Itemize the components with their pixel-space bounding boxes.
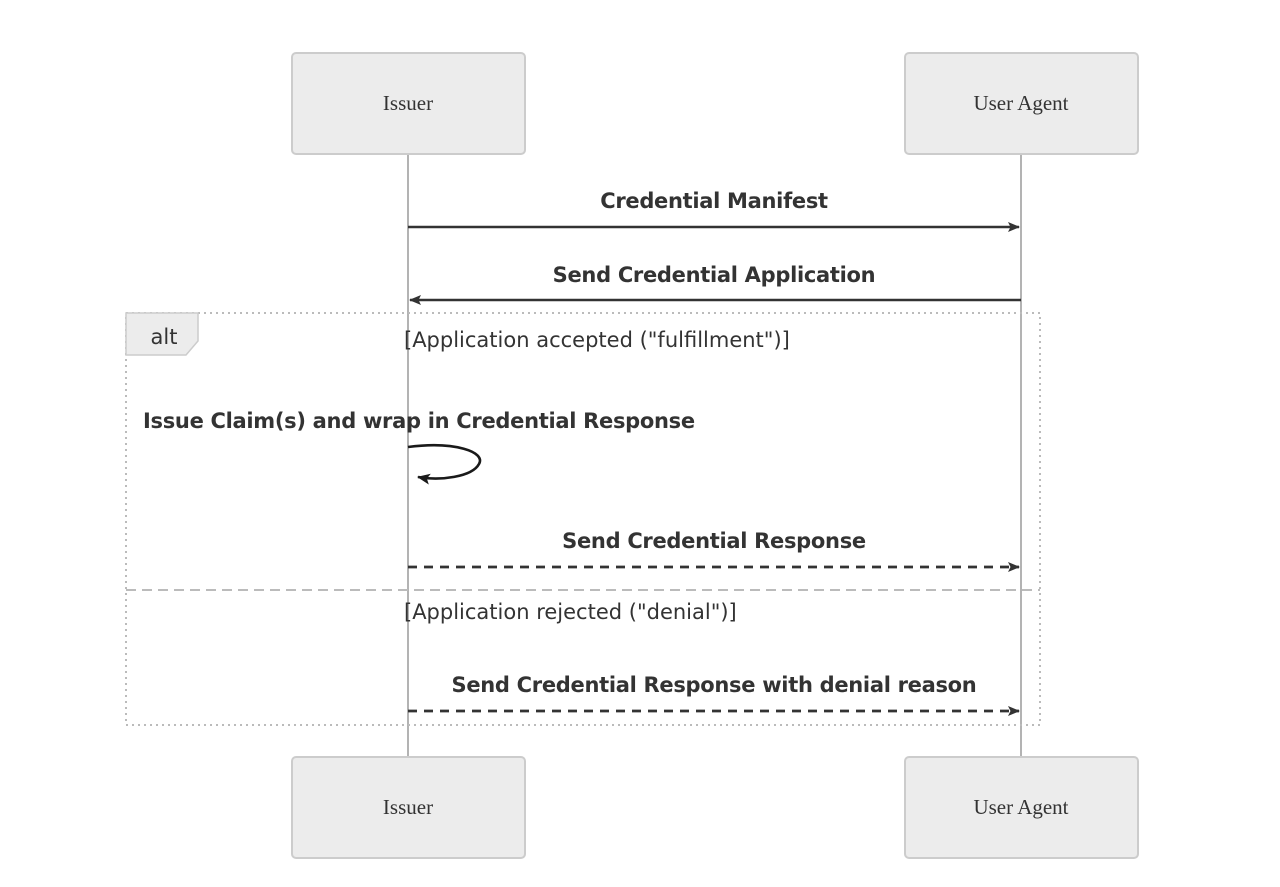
actor-user-agent-bottom[interactable]: User Agent	[904, 756, 1139, 859]
alt-fragment-border	[125, 312, 1041, 726]
message-label-send-credential-application: Send Credential Application	[553, 263, 876, 287]
actor-user-agent-top[interactable]: User Agent	[904, 52, 1139, 155]
message-label-issue-claims: Issue Claim(s) and wrap in Credential Re…	[143, 409, 695, 433]
actor-label-user-agent-top: User Agent	[973, 91, 1068, 115]
alt-fragment: alt [Application accepted ("fulfillment"…	[125, 312, 1041, 726]
message-send-credential-application: Send Credential Application	[409, 263, 1021, 305]
message-label-send-credential-response-denial: Send Credential Response with denial rea…	[452, 673, 977, 697]
message-send-credential-response-denial: Send Credential Response with denial rea…	[408, 673, 1020, 716]
actor-box-issuer-top[interactable]	[291, 52, 526, 155]
actor-issuer-bottom[interactable]: Issuer	[291, 756, 526, 859]
actor-label-issuer-bottom: Issuer	[383, 795, 433, 819]
actor-label-user-agent-bottom: User Agent	[973, 795, 1068, 819]
actor-issuer-top[interactable]: Issuer	[291, 52, 526, 155]
alt-operator-label: alt	[151, 325, 178, 349]
actor-box-issuer-bottom[interactable]	[291, 756, 526, 859]
alt-operator-tab	[125, 312, 199, 356]
actor-label-issuer-top: Issuer	[383, 91, 433, 115]
message-credential-manifest: Credential Manifest	[408, 189, 1020, 232]
message-label-send-credential-response: Send Credential Response	[562, 529, 866, 553]
actor-box-user-agent-top[interactable]	[904, 52, 1139, 155]
message-send-credential-response: Send Credential Response	[408, 529, 1020, 572]
message-issue-claims-self-loop: Issue Claim(s) and wrap in Credential Re…	[143, 409, 695, 485]
lifelines	[407, 154, 1022, 758]
alt-condition-accepted: [Application accepted ("fulfillment")]	[404, 328, 790, 352]
message-label-credential-manifest: Credential Manifest	[600, 189, 828, 213]
actor-box-user-agent-bottom[interactable]	[904, 756, 1139, 859]
self-loop-arc	[407, 444, 482, 485]
alt-condition-rejected: [Application rejected ("denial")]	[404, 600, 737, 624]
